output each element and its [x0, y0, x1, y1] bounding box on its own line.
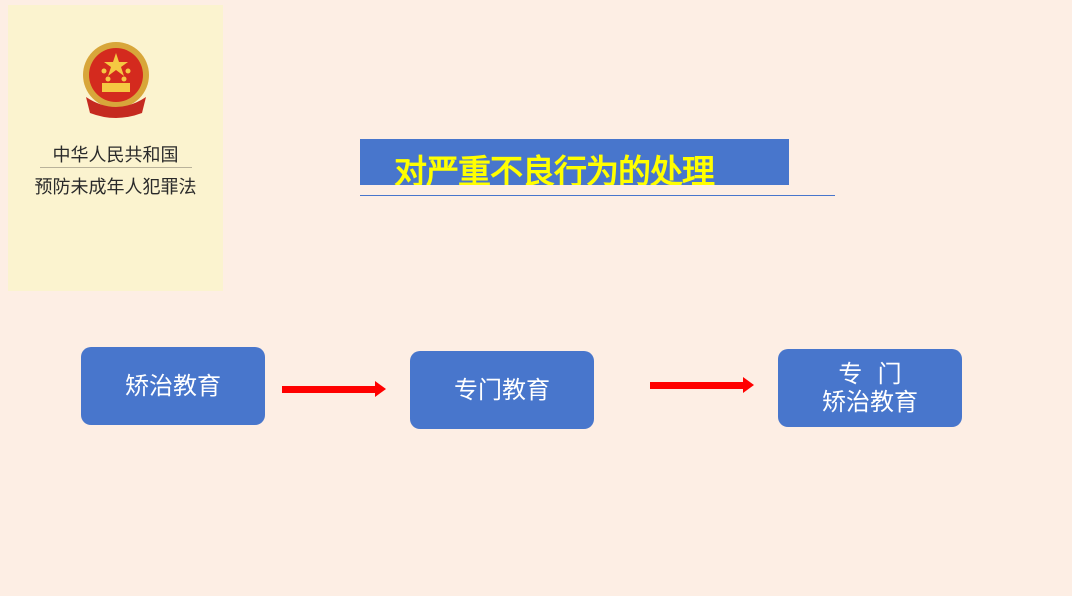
flow-box-label-line2: 矫治教育 [822, 388, 918, 416]
arrow-right-icon [650, 377, 754, 393]
flow-box-label: 专门教育 [454, 376, 550, 404]
flow-box-label-line1: 专 门 [838, 360, 902, 388]
title-underline [360, 195, 835, 196]
arrow-right-icon [282, 381, 386, 397]
book-divider [40, 167, 192, 168]
flow-box-correctional-education: 矫治教育 [81, 347, 265, 425]
book-title-line2: 预防未成年人犯罪法 [34, 177, 197, 198]
flow-box-label: 矫治教育 [125, 372, 221, 400]
book-title-line1: 中华人民共和国 [52, 145, 179, 166]
slide-title: 对严重不良行为的处理 [394, 152, 715, 185]
flow-box-special-education: 专门教育 [410, 351, 594, 429]
law-book-cover: 中华人民共和国 预防未成年人犯罪法 [8, 5, 223, 291]
flow-box-special-correctional-education: 专 门 矫治教育 [778, 349, 962, 427]
slide-title-banner: 对严重不良行为的处理 [360, 139, 789, 185]
national-emblem-icon [83, 42, 149, 118]
